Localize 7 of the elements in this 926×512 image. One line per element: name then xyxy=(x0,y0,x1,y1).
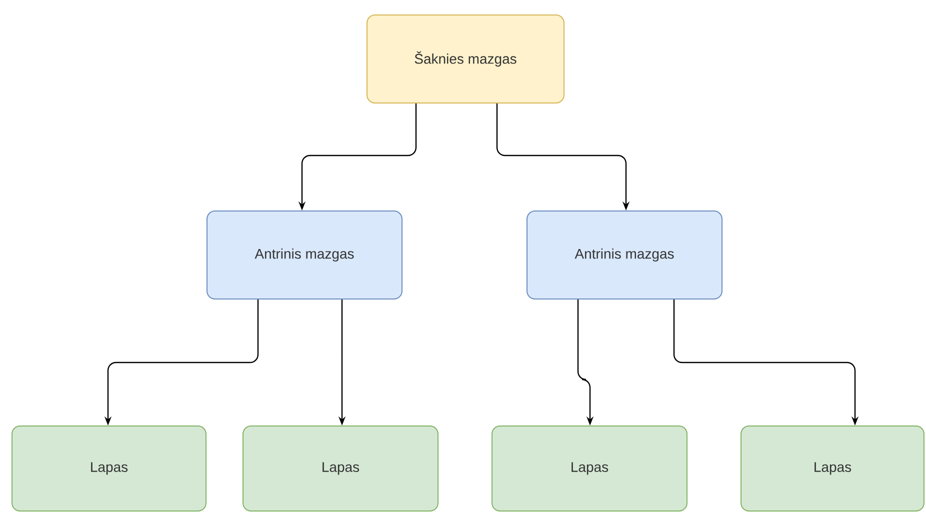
node-box: Antrinis mazgas xyxy=(206,210,402,300)
leaf-box: Lapas xyxy=(242,426,438,512)
root-box: Šaknies mazgas xyxy=(366,14,564,104)
node-box: Antrinis mazgas xyxy=(526,210,722,300)
leaf-box: Lapas xyxy=(740,426,924,512)
leaf-box: Lapas xyxy=(12,426,206,512)
leaf-box: Lapas xyxy=(492,426,688,512)
